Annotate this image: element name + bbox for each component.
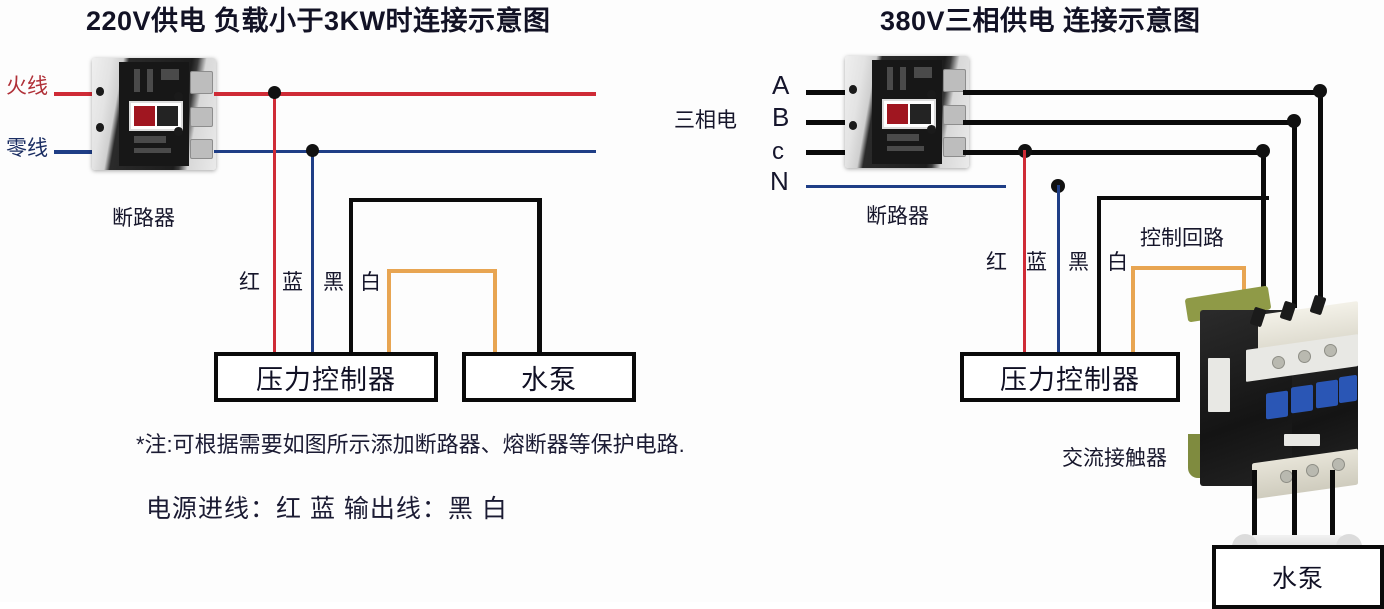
blue-drop-wire-right: [1057, 185, 1060, 353]
live-wire-label: 火线: [6, 75, 48, 98]
phase-b-in-wire: [806, 120, 848, 125]
right-breaker-label: 断路器: [866, 205, 929, 228]
pump-box-left: 水泵: [462, 352, 636, 402]
black-crossover-right: [1097, 196, 1269, 200]
white-crossover-right: [1131, 266, 1245, 270]
red-drop-wire-right: [1023, 150, 1026, 353]
black-left-riser-right: [1097, 196, 1101, 353]
pump-label-left: 水泵: [521, 364, 577, 395]
circuit-breaker-right: [845, 56, 969, 168]
phase-a-bus-wire: [963, 90, 1323, 95]
legend-line: 电源进线：红 蓝 输出线：黑 白: [146, 495, 508, 523]
three-phase-group-label: 三相电: [674, 109, 737, 132]
phase-label-n: N: [770, 166, 789, 196]
pressure-controller-box-right: 压力控制器: [960, 352, 1180, 402]
white-left-riser-right: [1131, 266, 1135, 353]
note-line: *注:可根据需要如图所示添加断路器、熔断器等保护电路.: [136, 432, 685, 457]
pump-box-right: 水泵: [1212, 545, 1384, 609]
pressure-controller-label-right: 压力控制器: [1000, 364, 1140, 395]
pump-wire-1: [1252, 470, 1257, 546]
contactor-label: 交流接触器: [1062, 447, 1167, 470]
neutral-bus-wire: [214, 150, 596, 153]
phase-label-b: B: [772, 102, 790, 132]
left-diagram-title: 220V供电 负载小于3KW时连接示意图: [86, 6, 551, 36]
phase-b-bus-wire: [963, 120, 1297, 125]
ac-contactor: [1184, 285, 1364, 500]
label-red-wire-right: 红: [986, 251, 1007, 274]
red-drop-wire: [273, 92, 276, 354]
phase-a-in-wire: [806, 90, 848, 95]
phase-c-bus-wire: [963, 150, 1265, 155]
live-in-wire: [54, 92, 96, 96]
phase-b-drop-wire: [1292, 120, 1297, 308]
pump-wire-2: [1292, 470, 1297, 546]
neutral-in-wire: [54, 150, 96, 154]
neutral-wire-label: 零线: [6, 137, 48, 160]
black-left-riser: [349, 198, 353, 354]
label-black-wire-left: 黑: [323, 271, 344, 294]
pressure-controller-label-left: 压力控制器: [256, 364, 396, 395]
label-white-wire-right: 白: [1107, 251, 1128, 274]
left-breaker-label: 断路器: [112, 207, 175, 230]
junction-dot-phase-a: [1313, 84, 1327, 98]
label-black-wire-right: 黑: [1068, 251, 1089, 274]
black-right-drop: [537, 198, 542, 354]
phase-a-drop-wire: [1318, 90, 1323, 308]
label-white-wire-left: 白: [360, 271, 381, 294]
junction-dot-phase-c-right: [1256, 144, 1270, 158]
pump-wire-3: [1330, 470, 1335, 546]
phase-label-a: A: [772, 70, 790, 100]
label-blue-wire-right: 蓝: [1026, 251, 1047, 274]
neutral-in-wire-right: [806, 185, 1006, 188]
phase-label-c: c: [772, 138, 784, 165]
circuit-breaker-left: [92, 58, 216, 170]
phase-c-in-wire: [806, 150, 848, 155]
pressure-controller-box-left: 压力控制器: [214, 352, 438, 402]
white-crossover: [387, 269, 495, 273]
black-crossover: [349, 198, 541, 202]
live-bus-wire: [214, 92, 596, 96]
junction-dot-red: [268, 86, 281, 99]
pump-label-right: 水泵: [1271, 565, 1324, 593]
white-right-drop: [493, 269, 497, 354]
label-blue-wire-left: 蓝: [282, 271, 303, 294]
control-circuit-label: 控制回路: [1140, 227, 1224, 250]
junction-dot-blue: [306, 144, 319, 157]
right-diagram-title: 380V三相供电 连接示意图: [880, 6, 1201, 36]
label-red-wire-left: 红: [239, 271, 260, 294]
blue-drop-wire: [311, 150, 314, 354]
white-left-riser: [387, 269, 391, 354]
phase-c-drop-wire: [1261, 150, 1266, 310]
junction-dot-phase-b: [1287, 114, 1301, 128]
